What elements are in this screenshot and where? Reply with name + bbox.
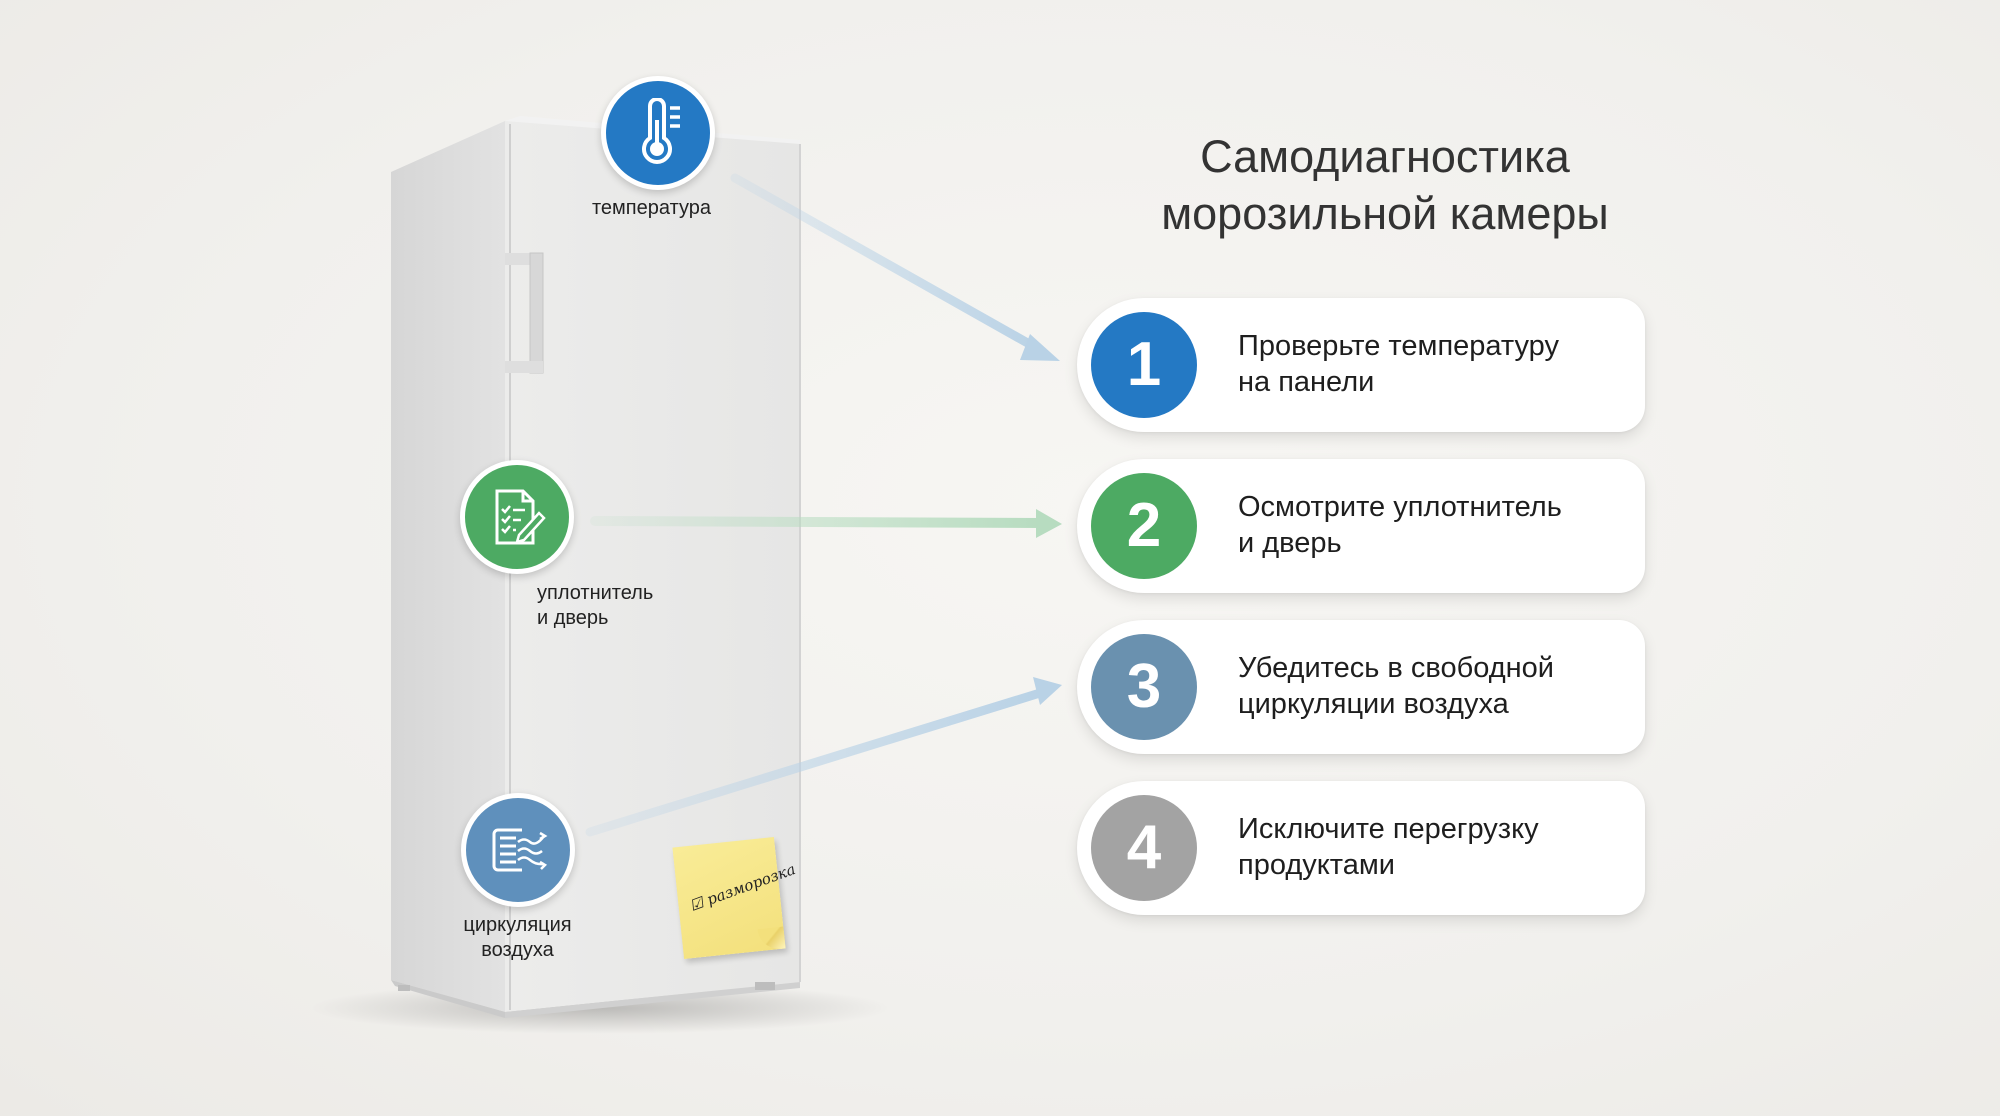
step-text-line1: Осмотрите уплотнитель [1238,491,1562,523]
step-number-badge: 4 [1091,795,1197,901]
step-number-badge: 1 [1091,312,1197,418]
arrow-head-1 [1020,334,1060,361]
temperature-marker[interactable] [601,76,715,190]
step-number-badge: 2 [1091,473,1197,579]
seal-door-label-line1: уплотнитель [537,582,654,604]
title-line1: Самодиагностика [1200,131,1570,182]
air-circulation-marker-label: циркуляция воздуха [455,913,580,963]
seal-door-marker-label: уплотнитель и дверь [537,581,653,631]
air-label-line2: воздуха [481,939,554,961]
checkbox-icon: ☑ [687,893,707,915]
seal-door-marker[interactable] [460,460,574,574]
air-label-line1: циркуляция [463,914,572,936]
step-text: Осмотрите уплотнитель и дверь [1238,489,1562,561]
step-text-line2: продуктами [1238,849,1395,881]
page-title: Самодиагностика морозильной камеры [1085,128,1685,242]
page-curl [757,926,786,952]
arrow-head-3 [1033,677,1062,705]
step-card-3[interactable]: 3 Убедитесь в свободной циркуляции возду… [1077,620,1645,754]
step-text-line2: циркуляции воздуха [1238,688,1509,720]
temperature-marker-label: температура [592,197,711,219]
air-circulation-marker[interactable] [461,793,575,907]
title-line2: морозильной камеры [1161,188,1609,239]
connector-arrows [585,173,1062,837]
step-text-line1: Проверьте температуру [1238,330,1559,362]
thermometer-icon [642,98,680,164]
sticky-note: ☑ разморозка [672,836,798,960]
step-text-line2: на панели [1238,366,1375,398]
seal-door-label-line2: и дверь [537,607,609,629]
step-card-2[interactable]: 2 Осмотрите уплотнитель и дверь [1077,459,1645,593]
fridge-side [391,121,505,1012]
step-card-4[interactable]: 4 Исключите перегрузку продуктами [1077,781,1645,915]
step-number-badge: 3 [1091,634,1197,740]
step-text: Проверьте температуру на панели [1238,328,1559,400]
step-text: Исключите перегрузку продуктами [1238,811,1539,883]
step-card-1[interactable]: 1 Проверьте температуру на панели [1077,298,1645,432]
step-text: Убедитесь в свободной циркуляции воздуха [1238,650,1554,722]
airflow-document-icon [492,828,548,872]
step-text-line1: Исключите перегрузку [1238,813,1539,845]
step-text-line1: Убедитесь в свободной [1238,652,1554,684]
arrow-head-2 [1036,509,1062,538]
checklist-pencil-icon [495,489,546,545]
step-text-line2: и дверь [1238,527,1342,559]
